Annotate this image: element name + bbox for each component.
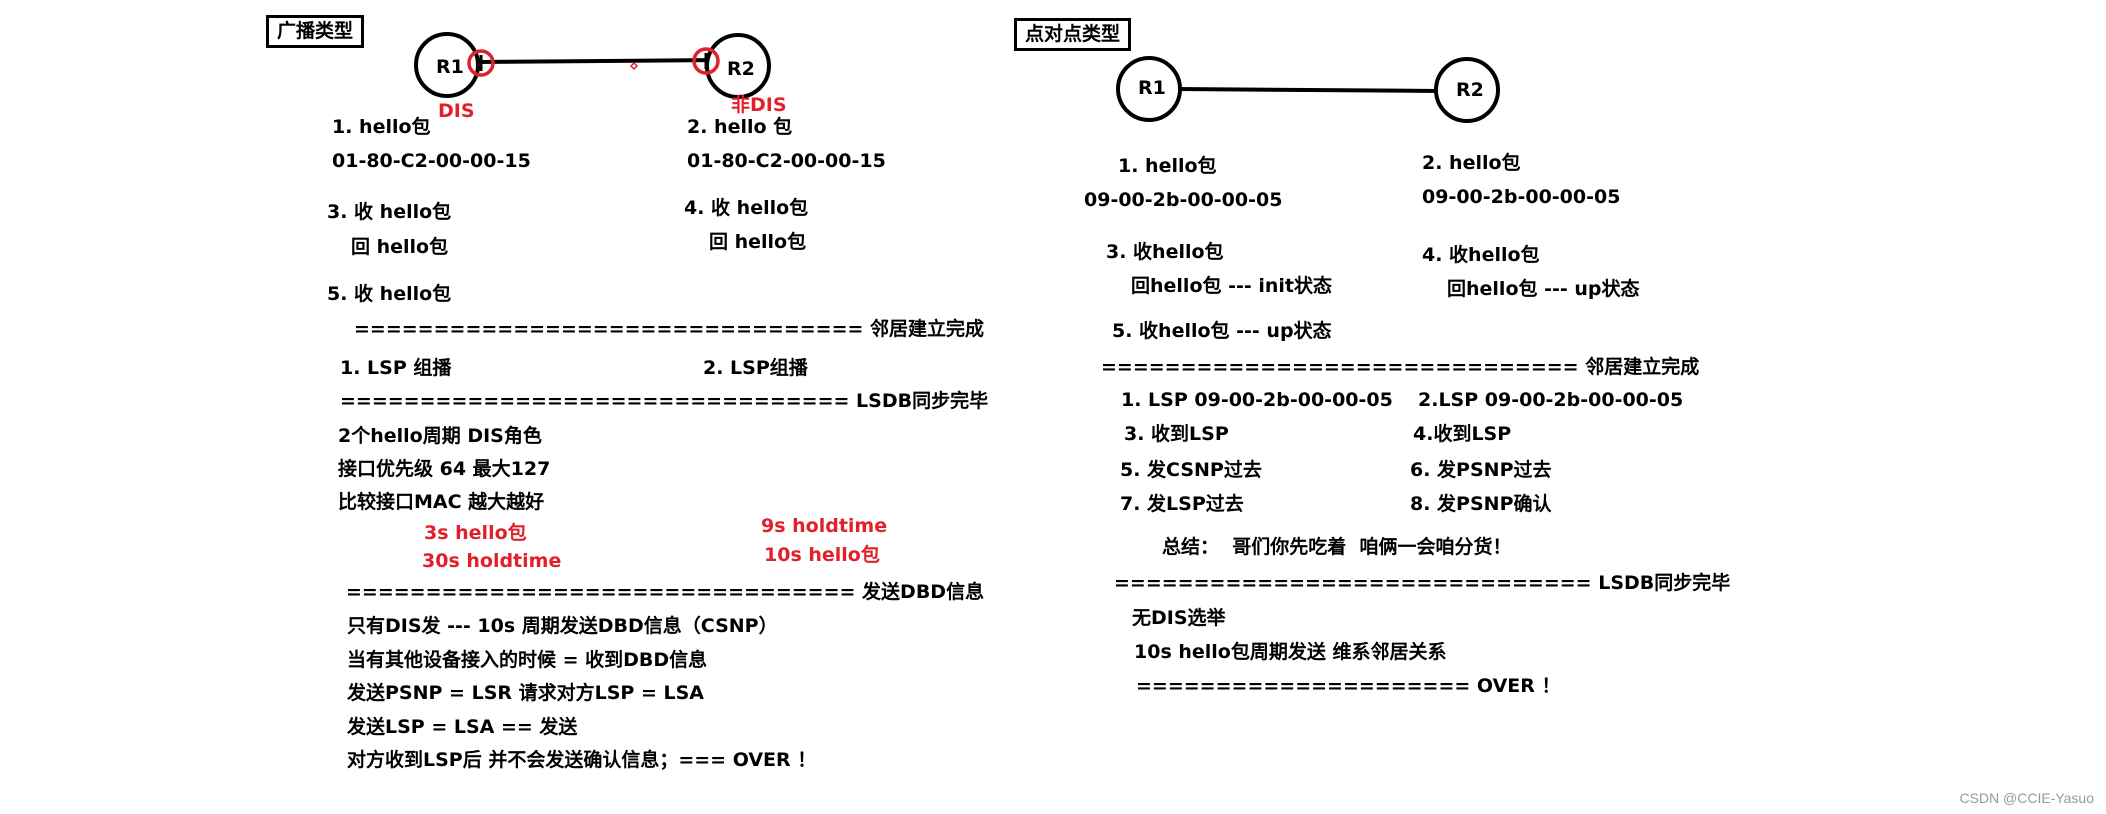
broadcast-title: 广播类型 <box>266 15 365 48</box>
bc-sep-neighbor: ================================ 邻居建立完成 <box>354 318 985 340</box>
bc-bottom-1: 只有DIS发 --- 10s 周期发送DBD信息（CSNP） <box>347 615 778 637</box>
p2p-send-lsp: 7. 发LSP过去 <box>1120 493 1244 515</box>
bc-step2-mac: 01-80-C2-00-00-15 <box>687 150 886 172</box>
bc-bottom-5: 对方收到LSP后 并不会发送确认信息；=== OVER ！ <box>347 749 817 771</box>
bc-lsp1: 1. LSP 组播 <box>340 357 452 379</box>
p2p-r1-label: R1 <box>1138 77 1166 99</box>
midpoint-mark <box>629 61 639 71</box>
p2p-r2-label: R2 <box>1456 79 1484 101</box>
p2p-send-psnp: 6. 发PSNP过去 <box>1410 459 1552 481</box>
p2p-step5: 5. 收hello包 --- up状态 <box>1112 320 1332 342</box>
bc-bottom-3: 发送PSNP = LSR 请求对方LSP = LSA <box>347 682 704 704</box>
r2-interface-marker <box>692 47 720 75</box>
p2p-keepalive: 10s hello包周期发送 维系邻居关系 <box>1134 641 1447 663</box>
bc-bottom-4: 发送LSP = LSA == 发送 <box>347 716 578 738</box>
bc-lsp2: 2. LSP组播 <box>703 357 808 379</box>
non-dis-label: 非DIS <box>731 94 787 116</box>
bc-step3-reply: 回 hello包 <box>351 236 449 258</box>
bc-step1: 1. hello包 <box>332 116 431 138</box>
bc-step5: 5. 收 hello包 <box>327 283 452 305</box>
bc-red-holdtime-9s: 9s holdtime <box>761 515 888 537</box>
p2p-recv-lsp-1: 3. 收到LSP <box>1124 423 1229 445</box>
bc-red-holdtime-30s: 30s holdtime <box>422 550 562 572</box>
p2p-summary: 总结： 哥们你先吃着 咱俩一会咱分货！ <box>1162 536 1512 558</box>
p2p-step1: 1. hello包 <box>1118 155 1217 177</box>
bc-red-hello-3s: 3s hello包 <box>424 522 527 544</box>
p2p-no-dis: 无DIS选举 <box>1132 607 1226 629</box>
p2p-step3-reply: 回hello包 --- init状态 <box>1131 275 1333 297</box>
p2p-sep-lsdb: ============================== LSDB同步完毕 <box>1114 572 1731 594</box>
bc-step4: 4. 收 hello包 <box>684 197 809 219</box>
p2p-send-csnp: 5. 发CSNP过去 <box>1120 459 1262 481</box>
broadcast-link <box>477 58 721 64</box>
bc-note-2: 接口优先级 64 最大127 <box>338 458 551 480</box>
broadcast-r1-node <box>414 32 480 98</box>
bc-red-hello-10s: 10s hello包 <box>764 544 880 566</box>
bc-sep-dbd: ================================ 发送DBD信息 <box>346 581 985 603</box>
p2p-r1-node <box>1116 56 1182 122</box>
bc-sep-lsdb: ================================ LSDB同步完… <box>340 390 989 412</box>
bc-step2: 2. hello 包 <box>687 116 793 138</box>
p2p-send-psnp-ack: 8. 发PSNP确认 <box>1410 493 1552 515</box>
watermark: CSDN @CCIE-Yasuo <box>1959 790 2094 806</box>
p2p-step2-mac: 09-00-2b-00-00-05 <box>1422 186 1621 208</box>
p2p-recv-lsp-2: 4.收到LSP <box>1413 423 1512 445</box>
p2p-step2: 2. hello包 <box>1422 152 1521 174</box>
p2p-lsp2: 2.LSP 09-00-2b-00-00-05 <box>1418 389 1684 411</box>
bc-step3: 3. 收 hello包 <box>327 201 452 223</box>
p2p-lsp1: 1. LSP 09-00-2b-00-00-05 <box>1121 389 1393 411</box>
bc-note-1: 2个hello周期 DIS角色 <box>338 425 542 447</box>
p2p-title: 点对点类型 <box>1014 18 1132 51</box>
p2p-step4: 4. 收hello包 <box>1422 244 1540 266</box>
bc-step4-reply: 回 hello包 <box>709 231 807 253</box>
p2p-sep-neighbor: ============================== 邻居建立完成 <box>1101 356 1700 378</box>
p2p-link <box>1177 87 1441 93</box>
bc-note-3: 比较接口MAC 越大越好 <box>338 491 545 513</box>
broadcast-r1-label: R1 <box>436 56 464 78</box>
broadcast-r2-label: R2 <box>727 58 755 80</box>
p2p-step1-mac: 09-00-2b-00-00-05 <box>1084 189 1283 211</box>
p2p-step4-reply: 回hello包 --- up状态 <box>1447 278 1640 300</box>
p2p-over: ===================== OVER ！ <box>1136 675 1561 697</box>
p2p-r2-node <box>1434 57 1500 123</box>
p2p-step3: 3. 收hello包 <box>1106 241 1224 263</box>
r1-interface-marker <box>467 49 495 77</box>
bc-bottom-2: 当有其他设备接入的时候 = 收到DBD信息 <box>347 649 708 671</box>
bc-step1-mac: 01-80-C2-00-00-15 <box>332 150 531 172</box>
dis-label: DIS <box>438 100 475 122</box>
